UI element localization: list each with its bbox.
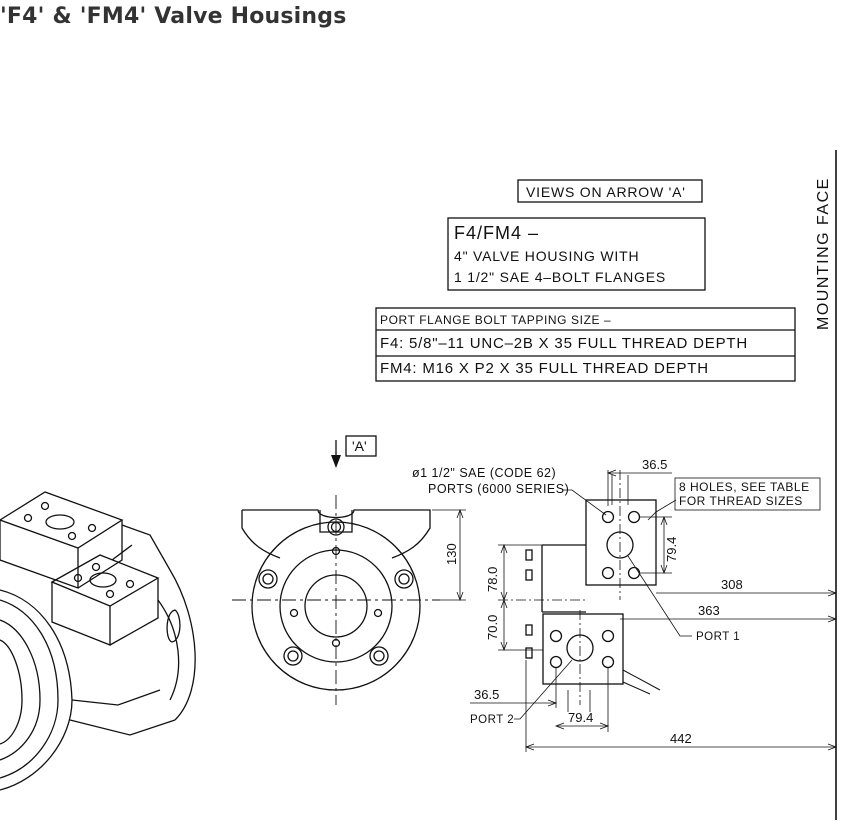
front-view: 'A' [232,435,466,705]
tapping-table-row-f4: F4: 5/8"–11 UNC–2B X 35 FULL THREAD DEPT… [380,335,748,352]
dim-130: 130 [444,543,459,565]
views-label: VIEWS ON ARROW 'A' [526,184,686,200]
dim-308: 308 [721,577,743,592]
dim-36-5-top: 36.5 [642,457,667,472]
views-label-box [517,179,703,203]
arrow-a-label-box [345,435,377,457]
side-view [470,469,838,752]
tapping-table-row-fm4: FM4: M16 X P2 X 35 FULL THREAD DEPTH [380,360,709,377]
mounting-face-label: MOUNTING FACE [815,177,832,330]
holes-note-line2: FOR THREAD SIZES [679,494,803,508]
isometric-view [0,491,196,791]
holes-note-line1: 8 HOLES, SEE TABLE [679,480,810,494]
dim-36-5-bottom: 36.5 [474,687,499,702]
housing-description-box [447,217,706,291]
tapping-table-header: PORT FLANGE BOLT TAPPING SIZE – [380,313,611,327]
ports-note-line2: PORTS (6000 SERIES) [428,482,569,496]
dim-442: 442 [670,731,692,746]
port-1-label: PORT 1 [696,631,740,643]
ports-note-line1: ø1 1/2" SAE (CODE 62) [412,466,556,480]
arrow-a-label: 'A' [352,438,367,454]
port-2-label: PORT 2 [470,714,514,726]
page-title: 'F4' & 'FM4' Valve Housings [0,4,347,29]
tapping-table [375,307,796,382]
housing-line1: F4/FM4 – [454,223,539,243]
dim-70: 70.0 [485,615,500,640]
dim-79-4-right: 79.4 [664,537,679,562]
dim-79-4-bottom: 79.4 [568,710,593,725]
housing-line2: 4" VALVE HOUSING WITH [454,248,639,264]
dim-78: 78.0 [485,567,500,592]
dim-363: 363 [698,603,720,618]
housing-line3: 1 1/2" SAE 4–BOLT FLANGES [454,269,666,285]
